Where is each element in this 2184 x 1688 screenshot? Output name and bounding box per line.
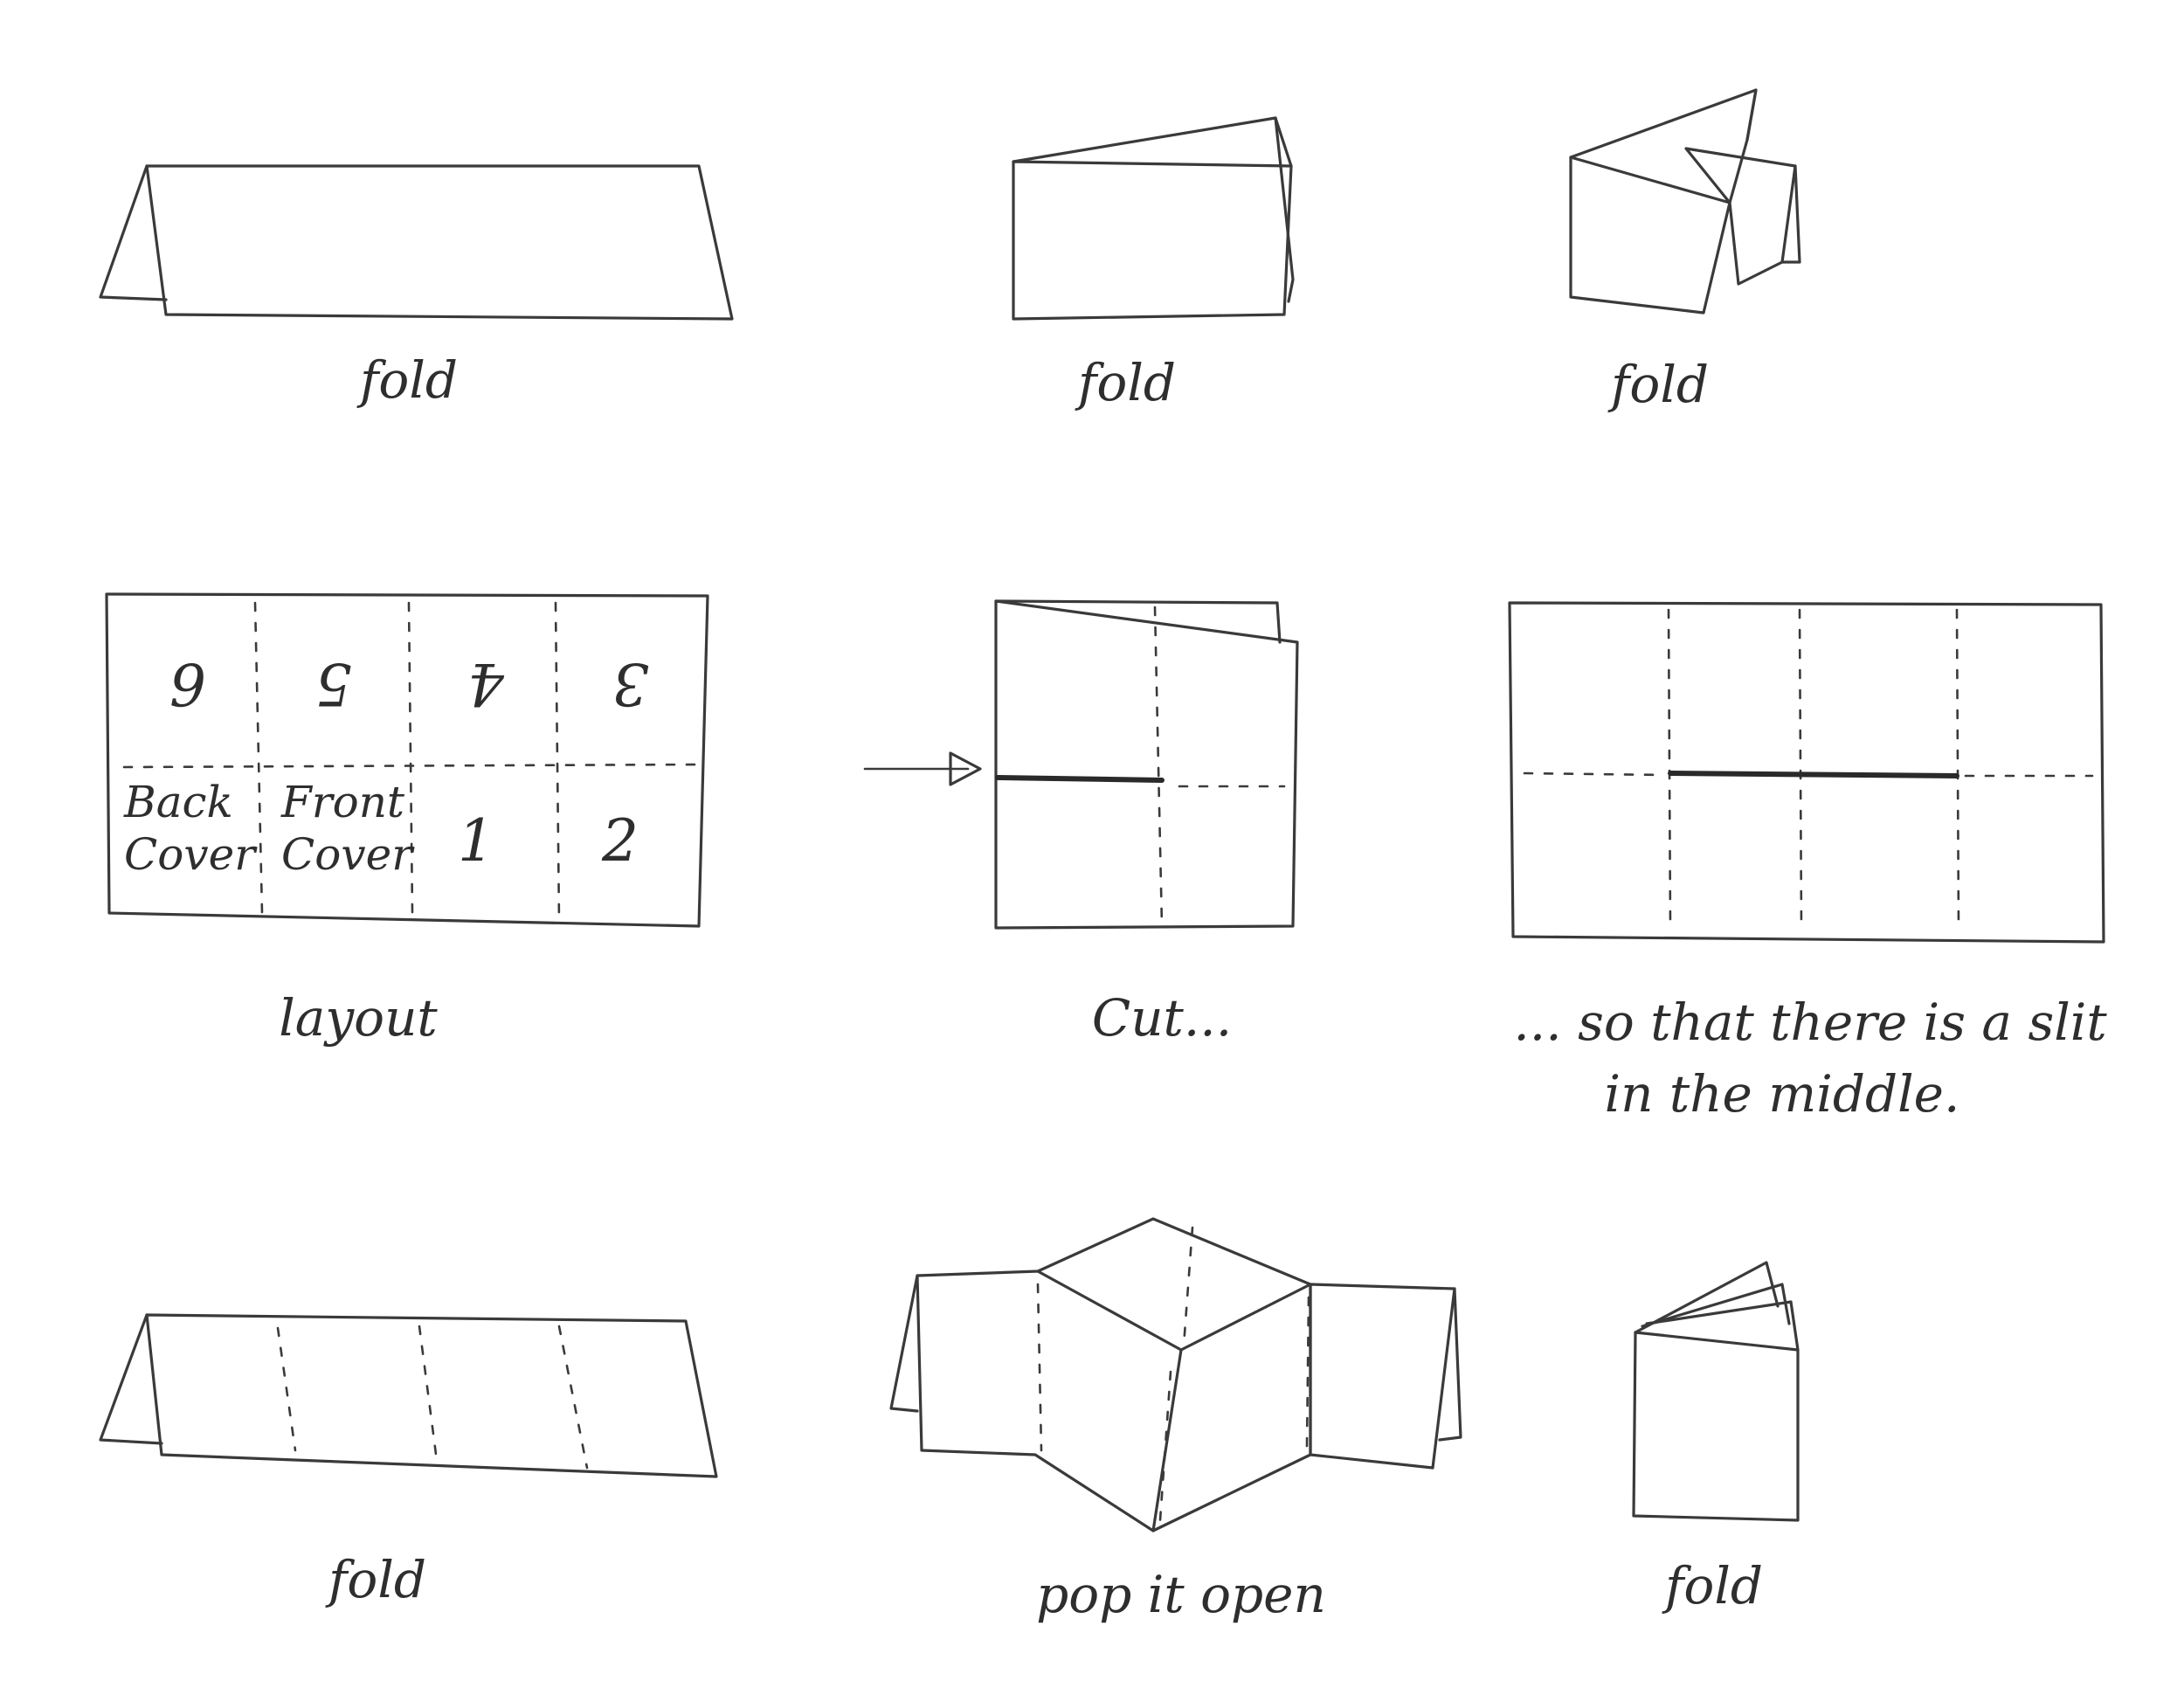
cell-front-cover-line2: Cover [281, 829, 415, 880]
cell-page-1: 1 [458, 807, 494, 875]
cell-back-cover-line1: Back [123, 777, 233, 827]
caption-slit-line2: in the middle. [1605, 1064, 1960, 1124]
step-fold-quarter: fold [1569, 88, 1801, 414]
arrow-icon [949, 751, 982, 786]
caption-cut: Cut... [1092, 988, 1232, 1048]
cell-page-4: 4 [467, 650, 505, 717]
caption-layout: layout [279, 988, 438, 1048]
cut-line [995, 775, 1165, 783]
step-fold-booklet: fold [1632, 1261, 1800, 1615]
step-fold-strip: fold [99, 1313, 718, 1609]
cell-page-6: 6 [169, 650, 206, 717]
caption-fold-4: fold [325, 1550, 426, 1609]
cell-page-2: 2 [601, 807, 639, 875]
step-layout-grid: 6 5 4 3 Back Cover Front Cover 1 2 layou… [105, 592, 709, 1048]
caption-fold-1: fold [356, 350, 458, 410]
step-pop-open: pop it open [889, 1217, 1462, 1624]
slit-line [1668, 771, 1959, 778]
step-fold-long-sheet: fold [99, 164, 734, 410]
cell-front-cover-line1: Front [280, 777, 405, 827]
caption-pop-open: pop it open [1036, 1565, 1326, 1624]
step-cut: Cut... [863, 599, 1299, 1048]
cell-page-5: 5 [315, 650, 352, 717]
caption-fold-2: fold [1075, 353, 1176, 412]
caption-fold-5: fold [1662, 1556, 1763, 1615]
cell-page-3: 3 [612, 650, 649, 717]
caption-fold-3: fold [1607, 355, 1709, 414]
step-fold-half: fold [1012, 116, 1295, 412]
caption-slit-line1: ... so that there is a slit [1513, 993, 2107, 1052]
cell-back-cover-line2: Cover [124, 829, 258, 880]
step-slit: ... so that there is a slit in the middl… [1508, 601, 2107, 1124]
